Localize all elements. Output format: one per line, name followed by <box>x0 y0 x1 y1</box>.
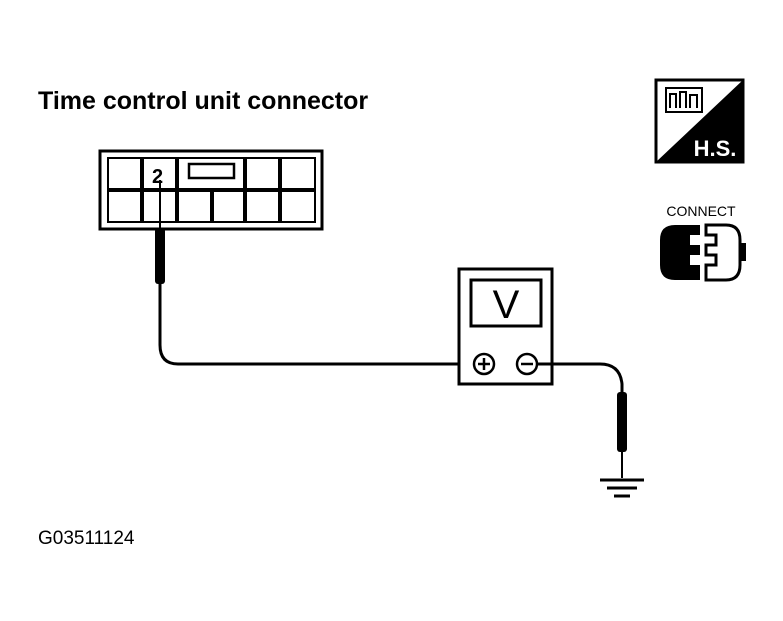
connector-plug-icon <box>660 223 746 282</box>
hs-badge-label: H.S. <box>694 136 737 161</box>
negative-probe <box>537 362 627 478</box>
negative-terminal-icon <box>515 352 539 376</box>
connect-label: CONNECT <box>666 203 736 219</box>
hs-badge-icon <box>654 78 745 164</box>
ground-icon <box>600 478 644 498</box>
positive-terminal-icon <box>472 352 496 376</box>
voltmeter <box>457 267 554 386</box>
figure-code: G03511124 <box>38 528 135 549</box>
time-control-unit-connector <box>98 149 324 231</box>
pin-number-label: 2 <box>152 166 163 188</box>
diagram-title: Time control unit connector <box>38 87 368 115</box>
voltmeter-display-label: V <box>493 283 520 327</box>
positive-probe <box>155 180 460 366</box>
